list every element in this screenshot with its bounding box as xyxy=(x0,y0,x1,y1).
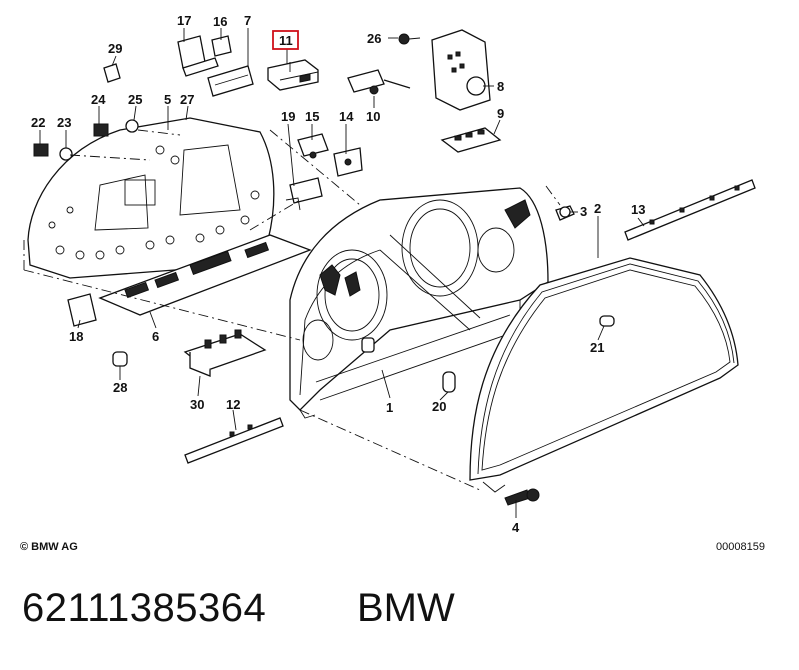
callout-29: 29 xyxy=(108,41,122,56)
callout-19: 19 xyxy=(281,109,295,124)
callout-11: 11 xyxy=(279,33,293,48)
pin-part-20 xyxy=(442,371,456,393)
callout-16: 16 xyxy=(213,14,227,29)
callout-12: 12 xyxy=(226,397,240,412)
callout-28: 28 xyxy=(113,380,127,395)
holder-part-19 xyxy=(285,177,323,211)
callout-18: 18 xyxy=(69,329,83,344)
callout-23: 23 xyxy=(57,115,71,130)
callout-9: 9 xyxy=(497,106,504,121)
callout-17: 17 xyxy=(177,13,191,28)
strip-part-13 xyxy=(624,179,756,241)
callout-7: 7 xyxy=(244,13,251,28)
socket-part-24 xyxy=(93,123,109,137)
exploded-parts-diagram: 17 16 7 11 26 29 8 24 25 5 27 10 9 22 23… xyxy=(23,13,756,535)
callout-21: 21 xyxy=(590,340,604,355)
screw-part-3 xyxy=(555,205,575,221)
connector-part-7 xyxy=(207,65,254,97)
socket-part-22 xyxy=(33,143,49,157)
clip-part-18 xyxy=(67,293,97,327)
callout-14: 14 xyxy=(339,109,354,124)
callout-25: 25 xyxy=(128,92,142,107)
callout-1: 1 xyxy=(386,400,393,415)
cluster-housing-part xyxy=(289,187,549,419)
callout-6: 6 xyxy=(152,329,159,344)
callout-2: 2 xyxy=(594,201,601,216)
holder-part-14 xyxy=(333,147,363,177)
module-part-8 xyxy=(431,29,491,111)
callout-15: 15 xyxy=(305,109,319,124)
connector-part-11 xyxy=(267,59,319,91)
connector-part-17 xyxy=(177,35,219,77)
socket-part-30 xyxy=(183,329,267,377)
callout-27: 27 xyxy=(180,92,194,107)
bulb-part-23 xyxy=(59,147,73,161)
circuit-board-part xyxy=(98,234,312,316)
document-number: 00008159 xyxy=(716,541,765,553)
bulb-part-29 xyxy=(103,63,121,83)
bulb-part-25 xyxy=(125,119,139,133)
callout-4: 4 xyxy=(512,520,520,535)
callout-26: 26 xyxy=(367,31,381,46)
brand-caption: BMW xyxy=(357,586,455,630)
screw-part-4 xyxy=(504,488,540,506)
callout-24: 24 xyxy=(91,92,106,107)
circuit-carrier-part xyxy=(27,117,275,279)
leader-lines xyxy=(39,28,645,518)
callout-20: 20 xyxy=(432,399,446,414)
part-number-caption: 62111385364 xyxy=(22,586,267,630)
callout-8: 8 xyxy=(497,79,504,94)
pin-part-21 xyxy=(599,315,615,327)
strip-part-12 xyxy=(184,417,284,464)
callout-30: 30 xyxy=(190,397,204,412)
highlight-box xyxy=(272,30,299,50)
bulb-part-28 xyxy=(112,351,128,367)
cover-bezel-part xyxy=(469,257,739,493)
assembly-lines xyxy=(23,129,561,491)
callout-3: 3 xyxy=(580,204,587,219)
callout-10: 10 xyxy=(366,109,380,124)
switch-part-10 xyxy=(347,69,411,95)
screw-part-26 xyxy=(398,33,421,45)
callout-5: 5 xyxy=(164,92,171,107)
holder-part-15 xyxy=(297,133,329,159)
callout-13: 13 xyxy=(631,202,645,217)
callout-22: 22 xyxy=(31,115,45,130)
holder-part-16 xyxy=(211,35,232,57)
copyright-notice: © BMW AG xyxy=(20,541,78,553)
board-part-9 xyxy=(440,127,502,153)
callout-labels: 17 16 7 11 26 29 8 24 25 5 27 10 9 22 23… xyxy=(31,13,645,535)
